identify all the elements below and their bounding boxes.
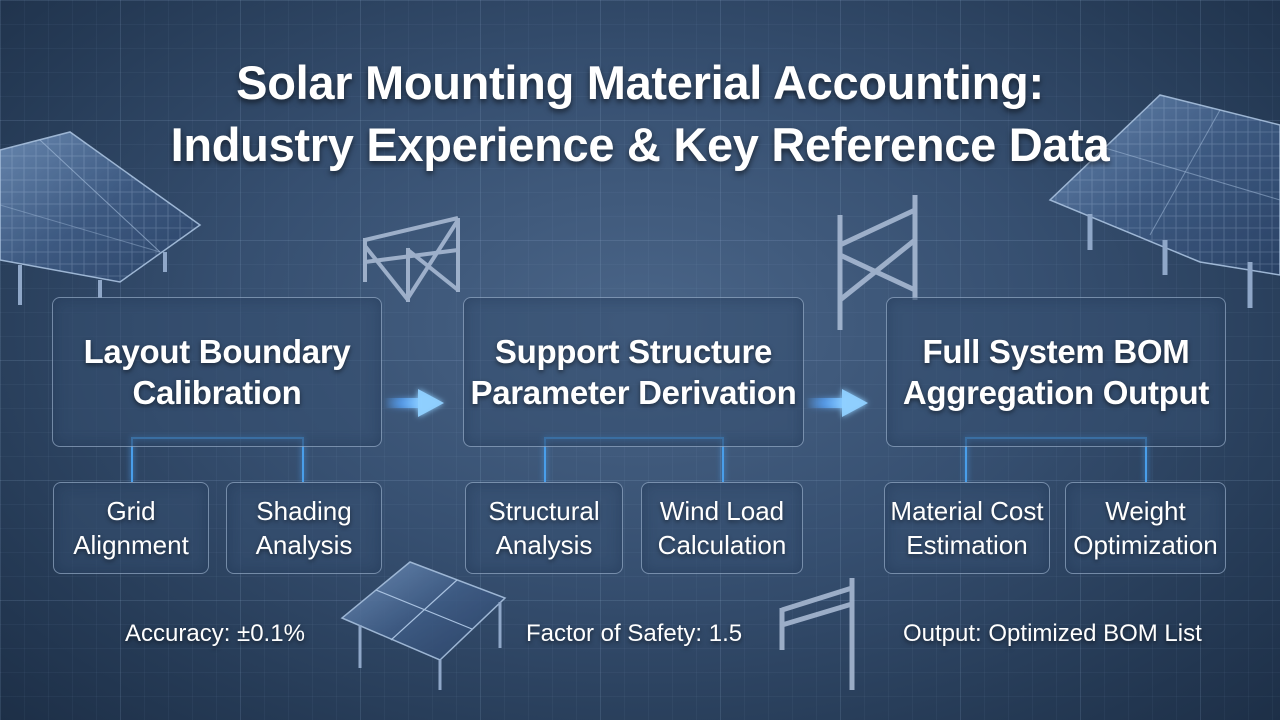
page-title: Solar Mounting Material Accounting: Indu…: [0, 52, 1280, 176]
sub-label-line: Calculation: [657, 530, 787, 560]
sub-label-line: Analysis: [495, 530, 593, 560]
stage-title-line: Full System BOM: [922, 333, 1190, 370]
stage-title-line: Calibration: [132, 374, 302, 411]
steel-frame-icon: [837, 195, 918, 330]
sub-label-line: Wind Load: [659, 496, 785, 526]
sub-label-line: Shading: [256, 496, 352, 526]
footer-accuracy: Accuracy: ±0.1%: [125, 620, 305, 647]
stage-box-layout-boundary: Layout Boundary Calibration: [52, 297, 382, 447]
stage-title-line: Layout Boundary: [83, 333, 351, 370]
footer-output: Output: Optimized BOM List: [903, 620, 1202, 647]
stage-box-support-structure: Support Structure Parameter Derivation: [463, 297, 804, 447]
arrow-right-icon: [384, 389, 444, 417]
sub-box-weight-optimization: Weight Optimization: [1065, 482, 1226, 574]
sub-label-line: Analysis: [255, 530, 353, 560]
page-title-line-1: Solar Mounting Material Accounting:: [236, 56, 1044, 109]
steel-frame-icon: [779, 578, 855, 690]
arrow-right-icon: [806, 389, 868, 417]
sub-label-line: Estimation: [906, 530, 1028, 560]
stage-title-line: Support Structure: [494, 333, 773, 370]
sub-label-line: Alignment: [73, 530, 189, 560]
sub-label-line: Grid: [106, 496, 156, 526]
solar-panel-array-icon: [0, 131, 202, 305]
footer-factor-of-safety: Factor of Safety: 1.5: [526, 620, 743, 647]
solar-panel-array-icon: [340, 561, 507, 690]
sub-box-wind-load: Wind Load Calculation: [641, 482, 803, 574]
sub-box-grid-alignment: Grid Alignment: [53, 482, 209, 574]
sub-label-line: Optimization: [1073, 530, 1218, 560]
sub-box-shading-analysis: Shading Analysis: [226, 482, 382, 574]
stage-box-full-system-bom: Full System BOM Aggregation Output: [886, 297, 1226, 447]
page-title-line-2: Industry Experience & Key Reference Data: [170, 118, 1110, 171]
sub-label-line: Structural: [488, 496, 600, 526]
sub-box-material-cost: Material Cost Estimation: [884, 482, 1050, 574]
stage-title-line: Aggregation Output: [902, 374, 1210, 411]
sub-label-line: Material Cost: [890, 496, 1044, 526]
sub-label-line: Weight: [1105, 496, 1186, 526]
steel-frame-icon: [363, 216, 460, 302]
sub-box-structural-analysis: Structural Analysis: [465, 482, 623, 574]
solar-panel-array-icon: [1048, 94, 1280, 308]
stage-title-line: Parameter Derivation: [470, 374, 797, 411]
